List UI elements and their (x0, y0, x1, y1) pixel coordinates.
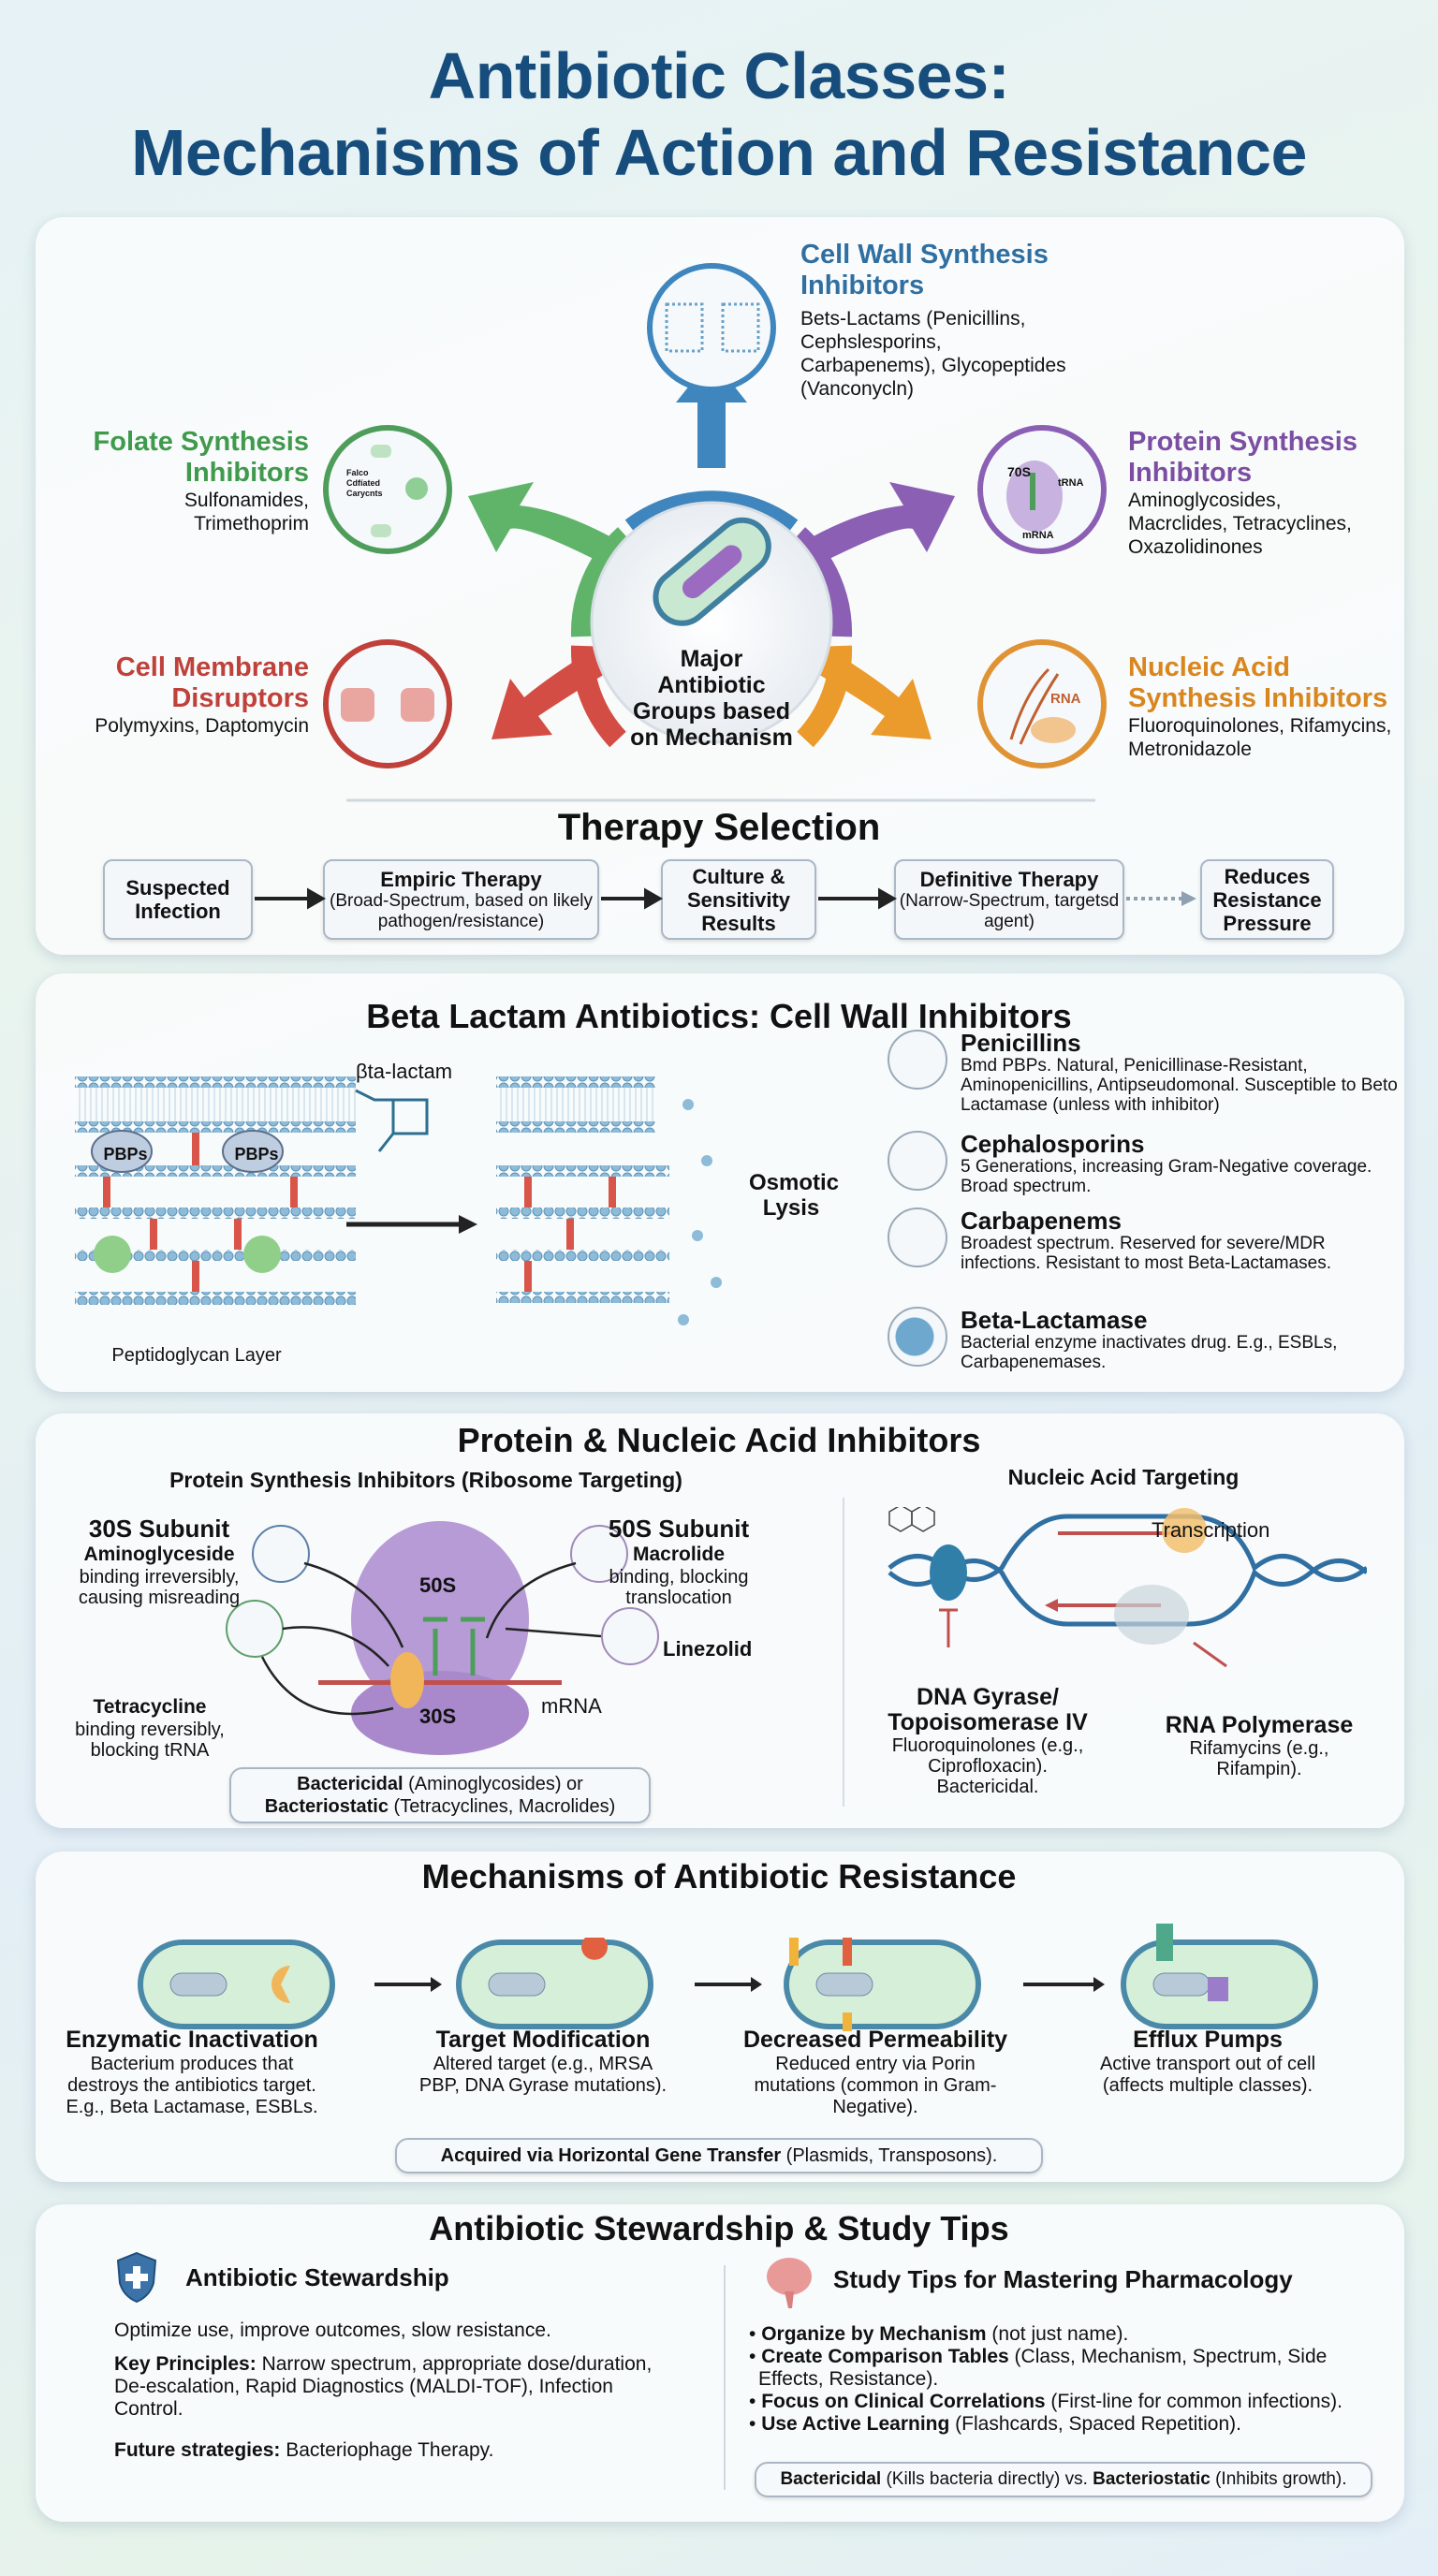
beta-lactam-title: Beta Lactam Antibiotics: Cell Wall Inhib… (366, 997, 1072, 1035)
enzyme-shape (243, 1236, 281, 1273)
gyrase-label: DNA Gyrase/ Topoisomerase IV Fluoroquino… (888, 1684, 1088, 1798)
peptidoglycan-diagram (75, 1076, 722, 1325)
gene-transfer-note: Acquired via Horizontal Gene Transfer (P… (395, 2138, 1043, 2174)
therapy-step: Reduces Resistance Pressure (1200, 859, 1334, 940)
mechanism-hub-diagram (323, 263, 1107, 802)
modified-target (581, 1938, 609, 1960)
hub-label: Major Antibiotic Groups based on Mechani… (630, 646, 793, 751)
rna-polymerase-label: RNA Polymerase Rifamycins (e.g., Rifampi… (1165, 1712, 1354, 1780)
bactericidal-vs-bacteriostatic-note: Bactericidal (Kills bacteria directly) v… (755, 2462, 1372, 2497)
tetracycline-site (390, 1652, 424, 1708)
macrolide-icon (570, 1525, 628, 1583)
class-folate: Folate Synthesis Inhibitors Sulfonamides… (93, 427, 309, 534)
ribosome-diagram (226, 1521, 659, 1755)
class-nucleic: Nucleic Acid Synthesis Inhibitors Fluoro… (1128, 652, 1392, 760)
beta-lactam-structure-icon (355, 1089, 429, 1152)
therapy-step: Definitive Therapy(Narrow-Spectrum, targ… (894, 859, 1124, 940)
fluoroquinolone-structure-icon (888, 1507, 935, 1532)
30s-label: 30S Subunit Aminoglyceside binding irrev… (78, 1515, 241, 1609)
study-tip: • Organize by Mechanism (not just name). (749, 2323, 1129, 2345)
dna-replication-diagram (888, 1507, 1367, 1668)
ribosome-icon (977, 425, 1107, 554)
50s-label: 50S Subunit Macrolide binding, blocking … (608, 1515, 750, 1609)
page-title: Antibiotic Classes: Mechanisms of Action… (131, 39, 1307, 189)
study-tip: • Use Active Learning (Flashcards, Space… (749, 2413, 1241, 2435)
therapy-step: Culture & Sensitivity Results (661, 859, 816, 940)
study-tip: • Create Comparison Tables (Class, Mecha… (749, 2346, 1328, 2390)
class-protein: Protein Synthesis Inhibitors Aminoglycos… (1128, 427, 1357, 558)
enzyme-shape (94, 1236, 131, 1273)
divider (724, 2265, 726, 2490)
therapy-step: Suspected Infection (103, 859, 253, 940)
brain-icon (767, 2258, 812, 2308)
aminoglycoside-icon (252, 1525, 310, 1583)
therapy-arrows (255, 887, 1196, 910)
study-tips-list: • Organize by Mechanism (not just name).… (749, 2323, 1367, 2436)
study-tip: • Focus on Clinical Correlations (First-… (749, 2391, 1343, 2412)
dna-icon (977, 639, 1107, 768)
class-membrane: Cell Membrane Disruptors Polymyxins, Dap… (95, 652, 309, 737)
carbapenem-structure-icon (888, 1208, 947, 1267)
rna-polymerase-shape (1114, 1585, 1189, 1645)
stewardship-title: Antibiotic Stewardship & Study Tips (429, 2209, 1009, 2247)
tetracycline-label: Tetracycline binding reversibly, blockin… (75, 1696, 225, 1761)
pbp-label: PBPs (234, 1145, 279, 1164)
arrow-folate (468, 482, 613, 562)
linezolid-icon (601, 1607, 659, 1665)
resistance-cells (138, 1924, 1438, 2031)
dna-gyrase-shape (930, 1544, 967, 1601)
pbp-label: PBPs (103, 1145, 148, 1164)
cell-wall-icon (647, 263, 776, 392)
protein-nucleic-title: Protein & Nucleic Acid Inhibitors (457, 1421, 981, 1459)
therapy-step: Empiric Therapy(Broad-Spectrum, based on… (323, 859, 599, 940)
class-cell-wall: Cell Wall Synthesis Inhibitors Bets-Lact… (800, 240, 1066, 400)
arrow-protein (810, 482, 955, 562)
efflux-pump (1156, 1924, 1173, 1961)
pbp-protein (222, 1130, 284, 1173)
cephalosporin-structure-icon (888, 1131, 947, 1191)
divider (843, 1498, 844, 1807)
hub-circle (590, 501, 833, 744)
penicillin-structure-icon (888, 1030, 947, 1090)
mrna-strand (318, 1680, 562, 1685)
bacterium-icon (653, 517, 771, 626)
resistance-title: Mechanisms of Antibiotic Resistance (421, 1857, 1017, 1895)
rna-polymerase-transcription (1162, 1508, 1207, 1553)
beta-lactam-panel (36, 973, 1404, 1392)
enzyme-icon (888, 1307, 947, 1367)
tetracycline-icon (226, 1600, 284, 1658)
shield-cross-icon (116, 2251, 157, 2304)
folate-pathway-icon (323, 425, 452, 554)
membrane-pore-icon (323, 639, 452, 768)
therapy-title: Therapy Selection (557, 807, 881, 848)
beta-lactamase-enzyme (271, 1966, 290, 2003)
pbp-protein (91, 1130, 153, 1173)
